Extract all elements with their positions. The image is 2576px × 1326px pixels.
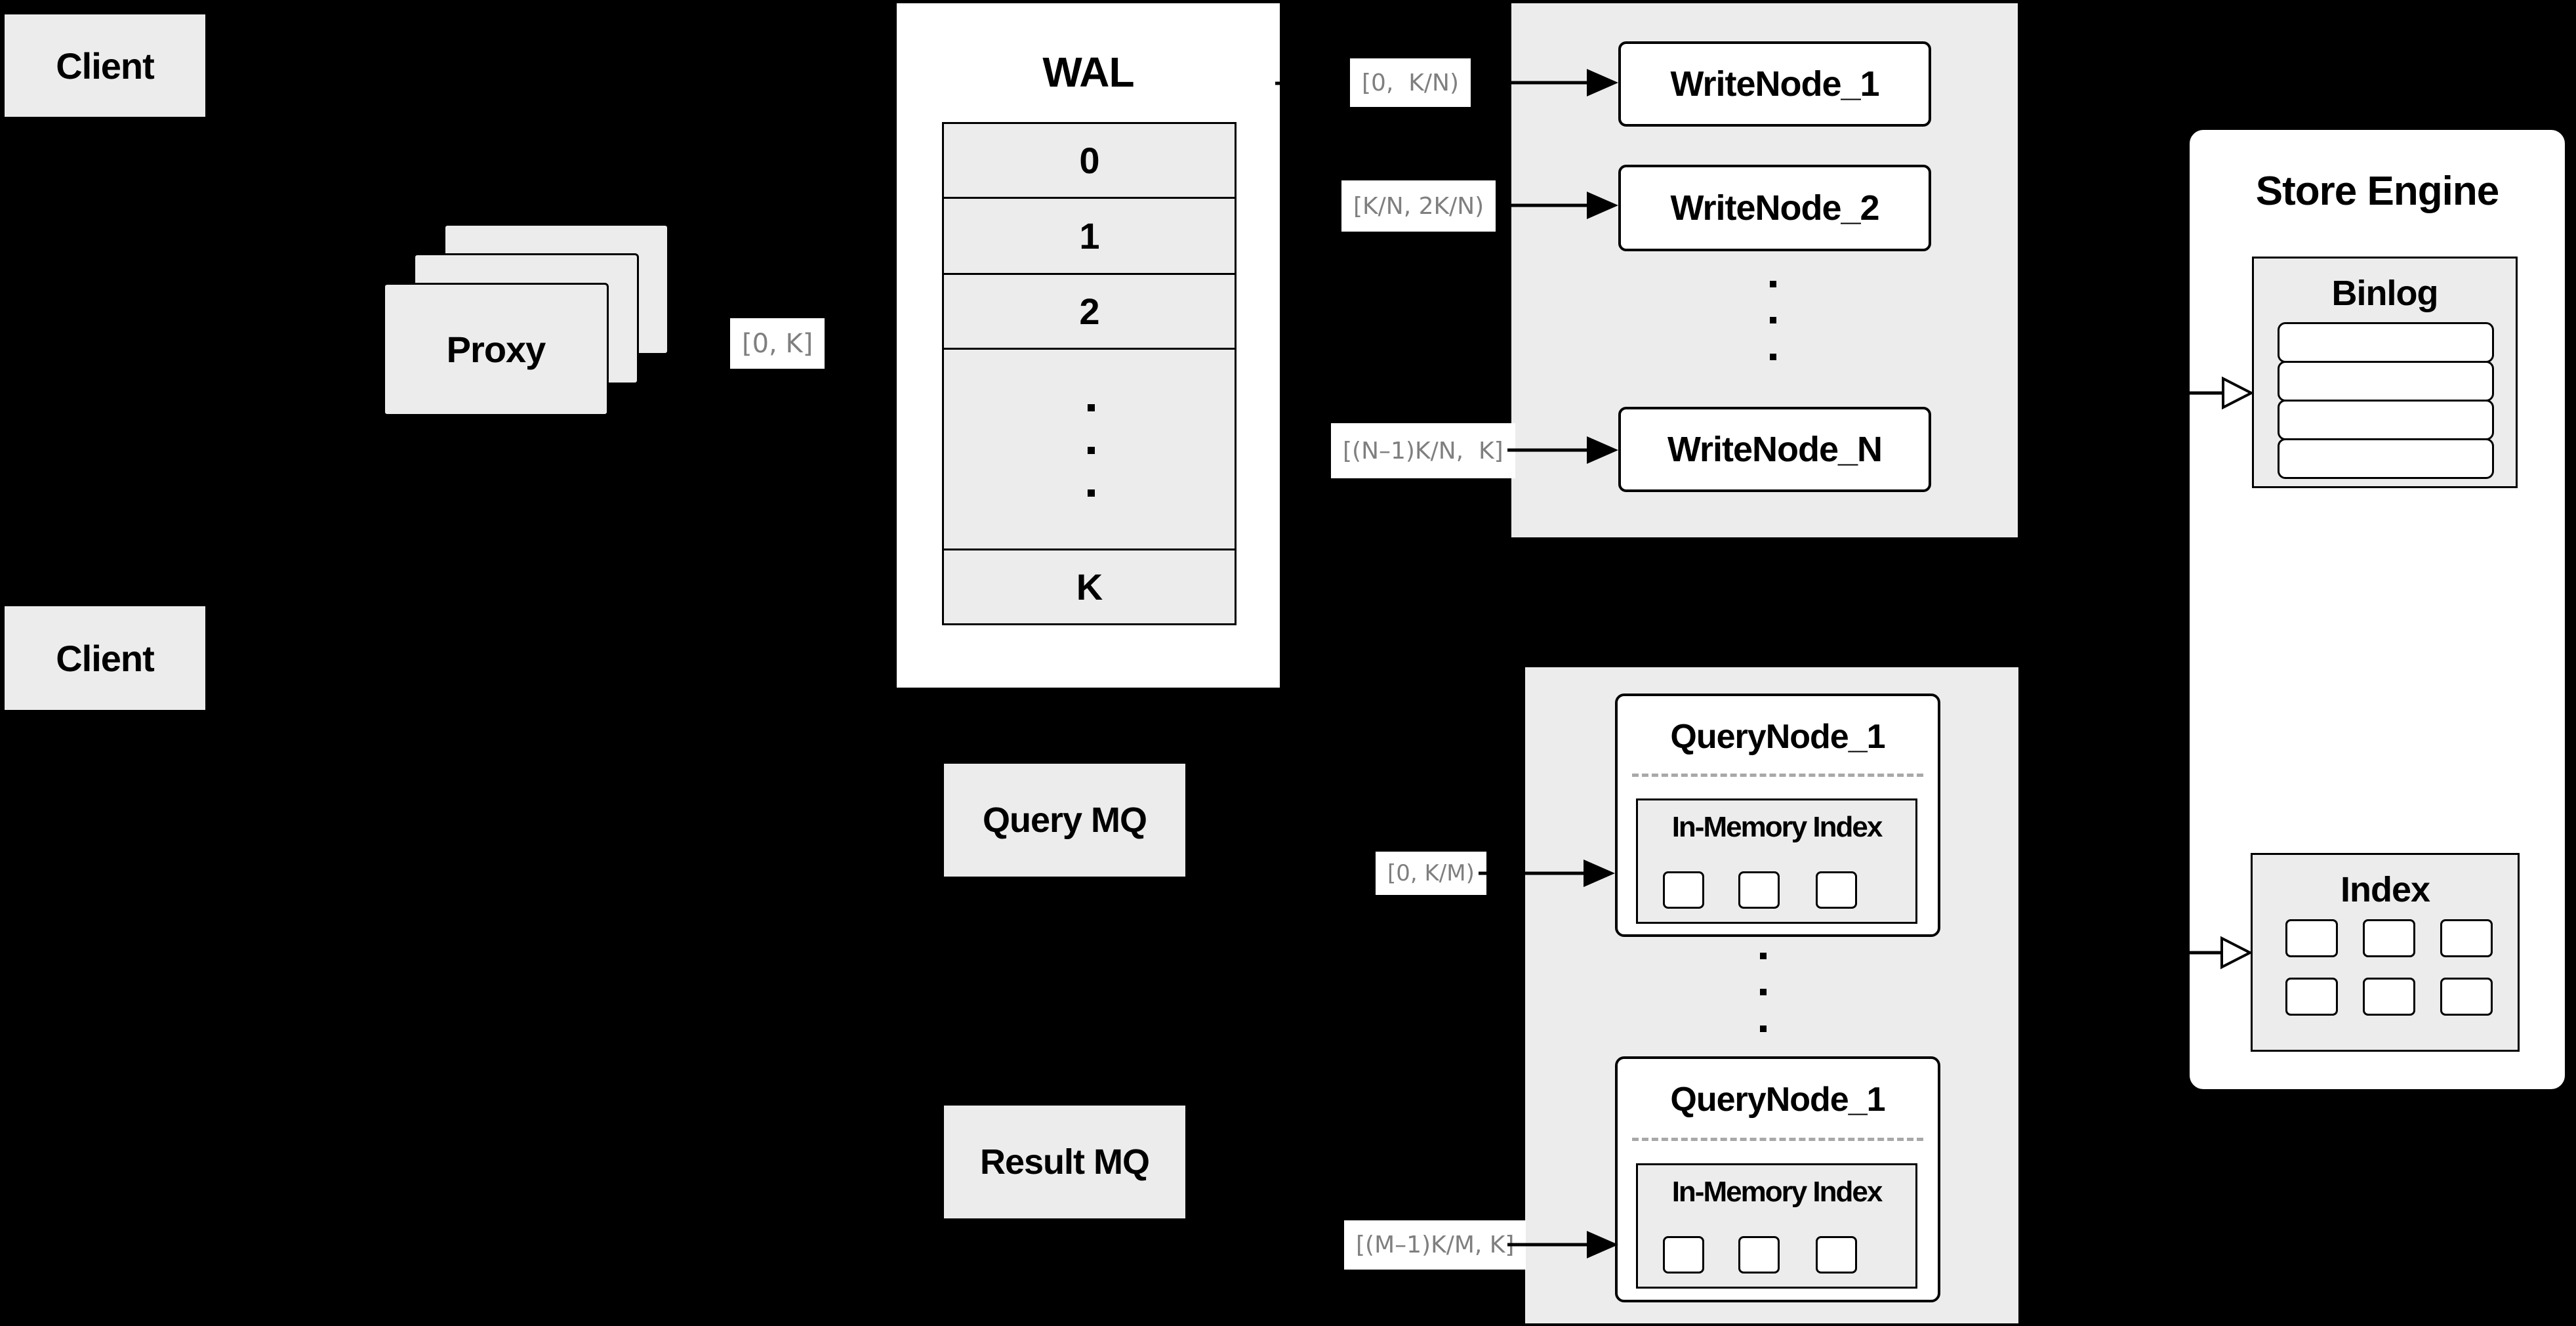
wal-row-k-label: K [1076, 566, 1103, 608]
wal-row-k: K [942, 549, 1237, 625]
memory-segment [1816, 871, 1857, 909]
client-box-bottom: Client [3, 605, 207, 711]
ellipsis-dot [1760, 1026, 1767, 1032]
query-mq-label: Query MQ [982, 800, 1147, 840]
wal-row-2-label: 2 [1079, 291, 1099, 332]
binlog-row [2278, 361, 2494, 402]
ellipsis-dot [1088, 447, 1095, 454]
range-label-write-node-2: [K/N, 2K/N) [1341, 180, 1496, 232]
wal-cluster: WAL 0 1 2 K [895, 2, 1281, 689]
index-cell [2363, 978, 2415, 1016]
index-cell [2285, 919, 2338, 957]
write-node-2-label: WriteNode_2 [1670, 188, 1879, 228]
query-node-1-title: QueryNode_1 [1670, 718, 1885, 756]
in-memory-index-title-2: In-Memory Index [1671, 1176, 1883, 1208]
ellipsis-dot [1088, 489, 1095, 497]
store-engine-box: Store Engine Binlog Index [2188, 128, 2567, 1091]
wal-row-2: 2 [942, 273, 1237, 350]
binlog-box: Binlog [2252, 257, 2518, 488]
client-bottom-label: Client [56, 637, 155, 679]
memory-segment [1738, 871, 1780, 909]
index-cell [2440, 919, 2493, 957]
query-mq-box: Query MQ [943, 762, 1187, 878]
client-top-label: Client [56, 45, 155, 87]
wal-row-1-label: 1 [1079, 215, 1099, 257]
query-node-2-box: QueryNode_1 In-Memory Index [1615, 1056, 1940, 1302]
write-node-n-label: WriteNode_N [1667, 430, 1883, 469]
in-memory-index-box-1: In-Memory Index [1636, 798, 1917, 924]
binlog-row [2278, 438, 2494, 479]
memory-segment [1738, 1236, 1780, 1274]
in-memory-index-box-2: In-Memory Index [1636, 1163, 1917, 1289]
client-box-top: Client [3, 13, 207, 118]
range-label-query-node-2: [(M–1)K/M, K] [1344, 1220, 1526, 1270]
proxy-card-front: Proxy [383, 283, 609, 416]
ellipsis-dot [1770, 281, 1776, 287]
index-cell [2285, 978, 2338, 1016]
query-node-1-box: QueryNode_1 In-Memory Index [1615, 694, 1940, 937]
wal-table: 0 1 2 K [942, 122, 1237, 625]
wal-row-0-label: 0 [1079, 140, 1099, 181]
query-node-2-divider [1632, 1138, 1923, 1141]
store-engine-title: Store Engine [2255, 169, 2499, 214]
wal-title: WAL [1042, 49, 1134, 96]
result-mq-label: Result MQ [979, 1142, 1150, 1182]
range-label-write-node-n: [(N–1)K/N, K] [1331, 423, 1515, 478]
range-label-proxy-out: [0, K] [730, 318, 825, 369]
binlog-title: Binlog [2331, 274, 2439, 313]
index-cell [2440, 978, 2493, 1016]
index-title: Index [2340, 870, 2430, 909]
memory-segment [1663, 1236, 1704, 1274]
write-node-1-box: WriteNode_1 [1618, 41, 1931, 127]
range-label-write-node-1: [0, K/N) [1350, 58, 1471, 107]
range-label-query-node-1: [0, K/M) [1376, 852, 1486, 895]
ellipsis-dot [1760, 989, 1767, 995]
ellipsis-dot [1760, 953, 1767, 959]
memory-segment [1816, 1236, 1857, 1274]
index-cell [2363, 919, 2415, 957]
index-box: Index [2251, 853, 2520, 1052]
ellipsis-dot [1088, 404, 1095, 411]
query-node-2-title: QueryNode_1 [1670, 1081, 1885, 1119]
wal-row-ellipsis [942, 348, 1237, 550]
memory-segment [1663, 871, 1704, 909]
proxy-label: Proxy [446, 329, 546, 370]
ellipsis-dot [1770, 354, 1776, 360]
binlog-row [2278, 322, 2494, 363]
binlog-rows [2278, 322, 2494, 479]
write-node-n-box: WriteNode_N [1618, 407, 1931, 492]
result-mq-box: Result MQ [943, 1104, 1187, 1220]
write-node-2-box: WriteNode_2 [1618, 165, 1931, 251]
ellipsis-dot [1770, 317, 1776, 323]
wal-row-1: 1 [942, 197, 1237, 275]
query-node-1-divider [1632, 774, 1923, 777]
in-memory-index-title-1: In-Memory Index [1671, 811, 1883, 843]
binlog-row [2278, 400, 2494, 440]
write-node-1-label: WriteNode_1 [1670, 64, 1879, 104]
wal-row-0: 0 [942, 122, 1237, 199]
